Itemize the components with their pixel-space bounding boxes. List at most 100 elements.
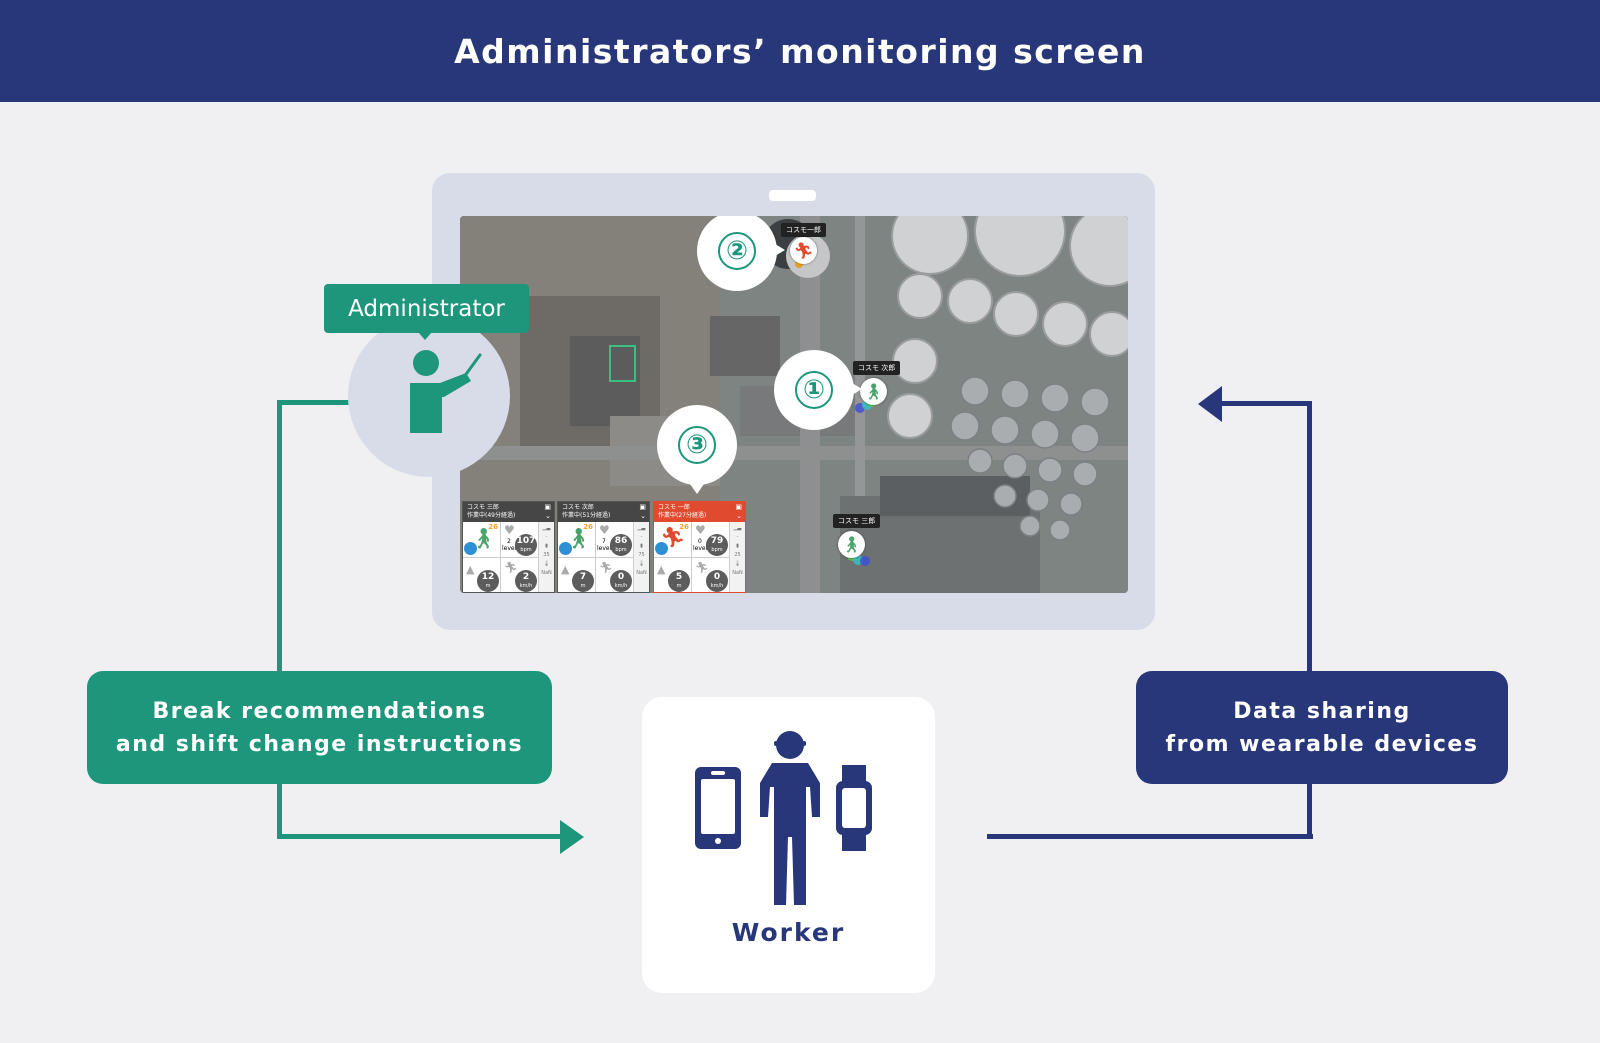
data-sharing-line-2: from wearable devices [1165, 731, 1479, 757]
tablet-camera [769, 190, 816, 201]
map-pin-label: コスモ 三郎 [833, 514, 881, 528]
chevron-down-icon[interactable]: ⌄ [545, 512, 551, 520]
worker-status-card[interactable]: コスモ 次郎 作業中(51分経過) ▣ ⌄ 🚶︎ 26 ♥ 7 level 86… [557, 501, 650, 593]
callout-number: ③ [678, 426, 716, 464]
battery-icon: ▮ [736, 543, 739, 549]
temperature-badge: 26 [679, 523, 689, 531]
device-status-column: ▁▃ - ▮ 25 🌡︎ NaN [730, 522, 745, 592]
camera-icon[interactable]: ▣ [735, 503, 742, 511]
flow-line-right-vertical-bottom [1307, 783, 1312, 839]
camera-icon[interactable]: ▣ [639, 503, 646, 511]
speed-value: 0 [617, 572, 625, 582]
camera-icon[interactable]: ▣ [544, 503, 551, 511]
flow-line-right-top [1218, 401, 1312, 406]
card-worker-name: コスモ 次郎 [562, 504, 594, 511]
height-unit: m [485, 583, 491, 589]
battery-icon: ▮ [545, 543, 548, 549]
terrain-icon: ▲ [466, 563, 475, 576]
worker-fallen-icon: 🏃︎ [793, 241, 814, 260]
map-pin-worker-alert[interactable]: 🏃︎ [790, 237, 817, 264]
instructions-box: Break recommendations and shift change i… [87, 671, 552, 784]
speed-unit: km/h [614, 583, 628, 589]
ball-icon [655, 542, 668, 555]
height-unit: m [676, 583, 682, 589]
temperature-badge: 26 [583, 523, 593, 531]
running-icon: 🏃︎ [504, 561, 518, 574]
worker-label: Worker [731, 918, 846, 947]
speed-unit: km/h [519, 583, 533, 589]
signal-icon: ▁▃ [637, 525, 646, 531]
card-status: 作業中(51分経過) [562, 512, 611, 519]
flow-line-right-bottom [987, 834, 1313, 839]
battery-icon: ▮ [640, 543, 643, 549]
flow-line-left-vertical-top [277, 400, 282, 672]
instructions-line-2: and shift change instructions [115, 731, 524, 757]
heart-icon: ♥ [599, 523, 610, 537]
callout-number: ② [718, 232, 756, 270]
card-status: 作業中(27分経過) [658, 512, 707, 519]
worker-walking-icon: 🚶︎ [863, 382, 884, 401]
chevron-down-icon[interactable]: ⌄ [640, 512, 646, 520]
speed-unit: km/h [710, 583, 724, 589]
map-pin-label: コスモ一郎 [781, 223, 826, 237]
thermo-value: NaN [636, 570, 647, 576]
card-worker-name: コスモ 一郎 [658, 504, 690, 511]
level-unit: level [502, 545, 517, 552]
card-header: コスモ 一郎 作業中(27分経過) ▣ ⌄ [654, 502, 745, 522]
thermo-value: NaN [732, 570, 743, 576]
smartphone-icon [695, 767, 741, 849]
monitoring-map[interactable]: コスモ一郎 🏃︎ コスモ 次郎 🚶︎ コスモ 三郎 🚶︎ ② ① ③ コスモ 三… [460, 216, 1128, 593]
card-status: 作業中(49分経過) [467, 512, 516, 519]
speed-value: 2 [522, 572, 530, 582]
battery-value: 35 [543, 552, 550, 558]
level-value: 2 [507, 538, 511, 545]
map-pin-worker[interactable]: 🚶︎ [838, 531, 865, 558]
heart-icon: ♥ [504, 523, 515, 537]
callout-number: ① [795, 371, 833, 409]
thermometer-icon: 🌡︎ [543, 561, 550, 567]
worker-status-card[interactable]: コスモ 三郎 作業中(49分経過) ▣ ⌄ 🚶︎ 26 ♥ 2 level 10… [462, 501, 555, 593]
running-icon: 🏃︎ [695, 561, 709, 574]
callout-2: ② [697, 216, 785, 291]
instructions-line-1: Break recommendations [152, 698, 487, 724]
thermo-value: NaN [541, 570, 552, 576]
administrator-avatar [348, 315, 510, 477]
worker-status-card-alert[interactable]: コスモ 一郎 作業中(27分経過) ▣ ⌄ 🏃︎ 26 ♥ 0 level 79… [653, 501, 746, 593]
chevron-down-icon[interactable]: ⌄ [736, 512, 742, 520]
speed-value: 0 [713, 572, 721, 582]
height-value: 7 [579, 572, 587, 582]
person-pointing-icon [410, 350, 482, 433]
heart-icon: ♥ [695, 523, 706, 537]
data-sharing-box: Data sharing from wearable devices [1136, 671, 1508, 784]
worker-devices-illustration [695, 731, 872, 905]
height-value: 5 [675, 572, 683, 582]
terrain-icon: ▲ [657, 563, 666, 576]
level-value: 7 [602, 538, 606, 545]
map-pin-label: コスモ 次郎 [853, 361, 901, 375]
running-icon: 🏃︎ [599, 561, 613, 574]
thermometer-icon: 🌡︎ [638, 561, 645, 567]
thermometer-icon: 🌡︎ [734, 561, 741, 567]
card-worker-name: コスモ 三郎 [467, 504, 499, 511]
callout-3: ③ [657, 405, 737, 494]
battery-value: 75 [638, 552, 645, 558]
activity-cell: 🚶︎ 26 [463, 522, 501, 558]
ball-icon [464, 542, 477, 555]
worker-card [642, 697, 935, 993]
smartwatch-icon [836, 765, 872, 851]
map-pin-worker[interactable]: 🚶︎ [860, 378, 887, 405]
bpm-value: 107 [516, 536, 536, 546]
device-status-column: ▁▃ - ▮ 75 🌡︎ NaN [634, 522, 649, 592]
temperature-badge: 26 [488, 523, 498, 531]
card-header: コスモ 三郎 作業中(49分経過) ▣ ⌄ [463, 502, 554, 522]
terrain-icon: ▲ [561, 563, 570, 576]
